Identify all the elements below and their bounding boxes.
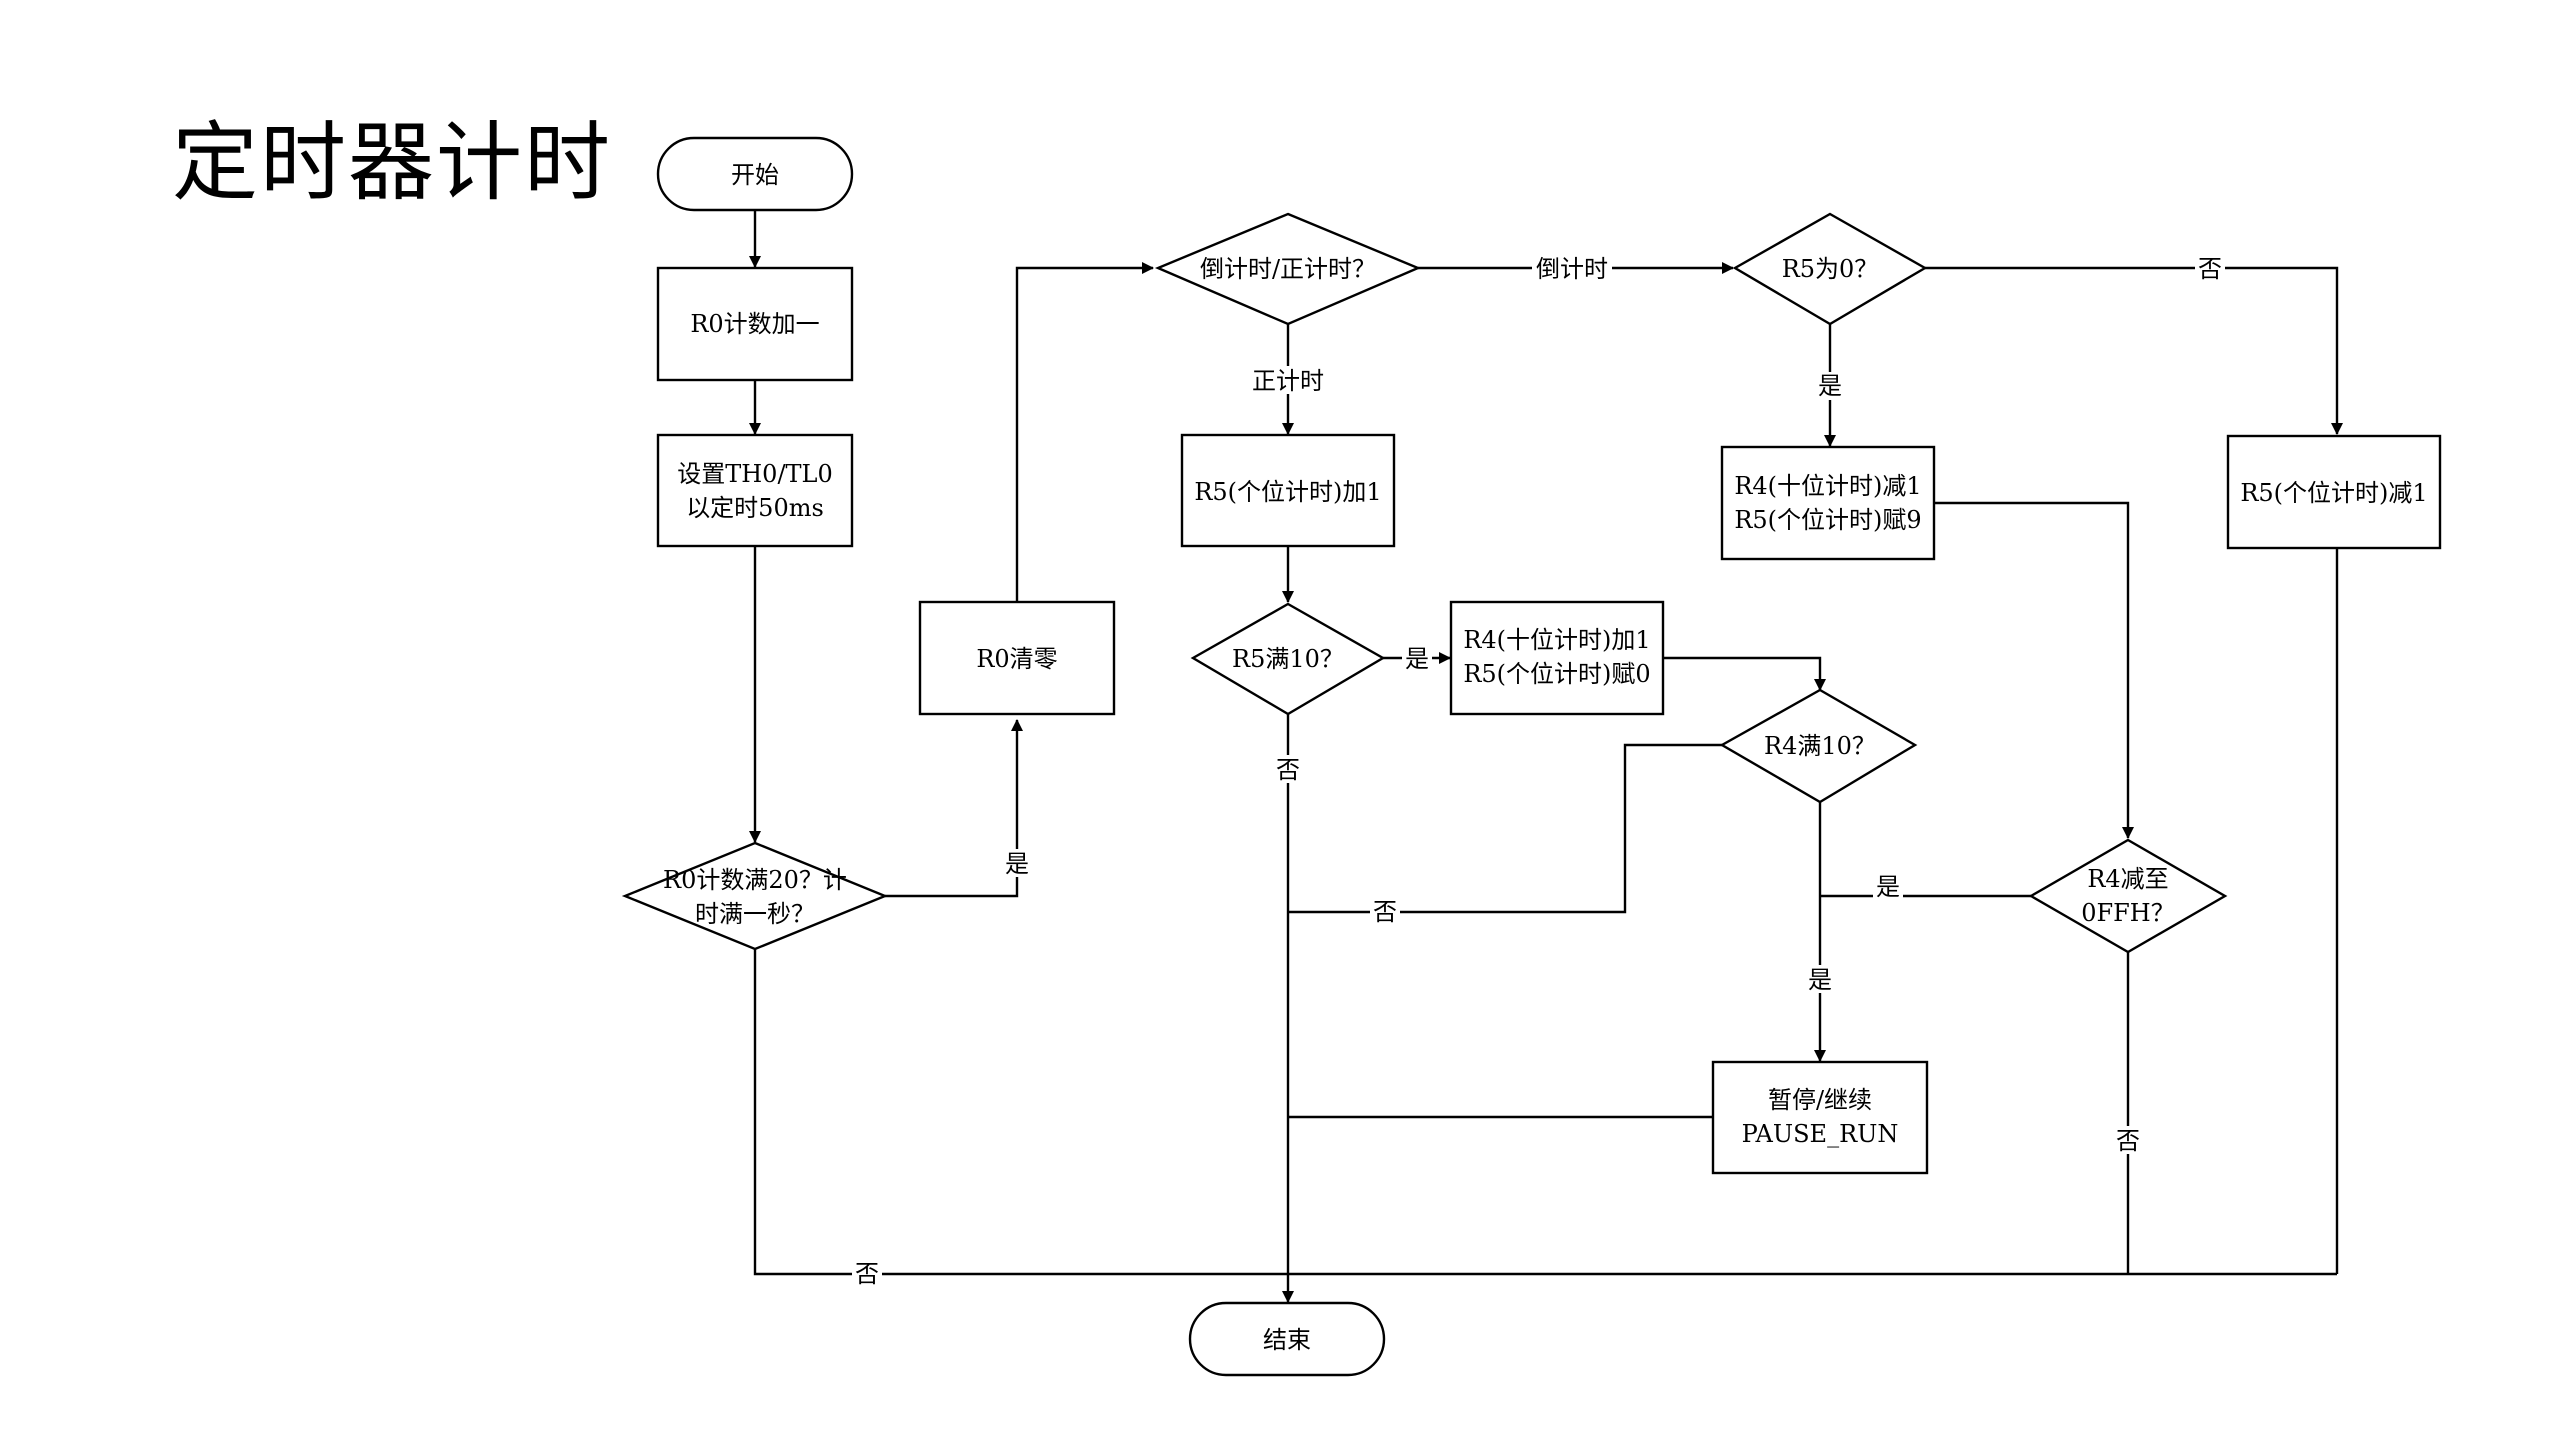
r0-full-label-2: 时满一秒？ xyxy=(695,900,815,928)
edge-label-r5zero-no: 否 xyxy=(2198,255,2222,283)
r4-min-label-1: R4减至 xyxy=(2087,865,2168,893)
end-label: 结束 xyxy=(1263,1326,1311,1354)
r0-increment-box: R0计数加一 xyxy=(656,266,854,382)
edge-r0full-no xyxy=(753,948,2337,1276)
edge-label-r4full-yes: 是 xyxy=(1808,966,1832,994)
r0-full-label-1: R0计数满20？计 xyxy=(663,866,847,894)
edge-label-r4min-no: 否 xyxy=(2116,1127,2140,1155)
r0-full-decision: R0计数满20？计 时满一秒？ xyxy=(621,841,889,951)
r4-increment-box: R4(十位计时)加1 R5(个位计时)赋0 xyxy=(1449,600,1665,716)
set-timer-box: 设置TH0/TL0 以定时50ms xyxy=(656,433,854,548)
connectors xyxy=(749,210,2343,1303)
r5-increment-label: R5(个位计时)加1 xyxy=(1194,478,1381,506)
start-label: 开始 xyxy=(731,161,779,189)
r4-decrement-box: R4(十位计时)减1 R5(个位计时)赋9 xyxy=(1720,445,1936,561)
page-title: 定时器计时 xyxy=(172,113,612,213)
edge-label-r5zero-yes: 是 xyxy=(1818,372,1842,400)
r4-increment-label-2: R5(个位计时)赋0 xyxy=(1463,660,1650,688)
edge-label-countdown: 倒计时 xyxy=(1536,255,1608,283)
r0-clear-label: R0清零 xyxy=(976,645,1057,673)
r0-clear-box: R0清零 xyxy=(918,600,1116,716)
edge-label-countup: 正计时 xyxy=(1252,367,1324,395)
edge-label-r5full-yes: 是 xyxy=(1405,645,1429,673)
r4-decrement-label-2: R5(个位计时)赋9 xyxy=(1734,506,1921,534)
r5-full-decision: R5满10？ xyxy=(1190,602,1386,716)
r0-increment-label: R0计数加一 xyxy=(690,310,819,338)
edge-label-r5full-no: 否 xyxy=(1276,756,1300,784)
r5-zero-label: R5为0？ xyxy=(1782,255,1879,283)
r4-decrement-label-1: R4(十位计时)减1 xyxy=(1734,472,1921,500)
r5-full-label: R5满10？ xyxy=(1232,645,1344,673)
edge-label-r0full-no: 否 xyxy=(855,1260,879,1288)
r4-full-decision: R4满10？ xyxy=(1719,688,1918,804)
edge-label-r4full-no: 否 xyxy=(1373,898,1397,926)
pause-run-label-2: PAUSE_RUN xyxy=(1742,1120,1899,1148)
r4-min-decision: R4减至 0FFH？ xyxy=(2028,838,2228,954)
r4-min-label-2: 0FFH？ xyxy=(2081,899,2175,927)
edge-label-r0full-yes: 是 xyxy=(1005,850,1029,878)
r5-decrement-box: R5(个位计时)减1 xyxy=(2226,434,2442,550)
edge-r4dec-r4min xyxy=(1933,501,2134,839)
r4-full-label: R4满10？ xyxy=(1764,732,1876,760)
edge-r5zero-no xyxy=(1925,266,2343,435)
edge-r0full-yes xyxy=(885,719,1023,898)
pause-run-label-1: 暂停/继续 xyxy=(1768,1086,1872,1114)
edge-r4inc-r4full xyxy=(1663,656,1826,691)
edge-r0clear-mode xyxy=(1015,262,1154,601)
mode-label: 倒计时/正计时？ xyxy=(1200,255,1376,283)
mode-decision: 倒计时/正计时？ xyxy=(1154,212,1422,326)
r5-zero-decision: R5为0？ xyxy=(1732,212,1928,326)
set-timer-label-2: 以定时50ms xyxy=(686,494,824,522)
start-node: 开始 xyxy=(656,136,854,212)
edge-label-r4min-yes: 是 xyxy=(1876,873,1900,901)
r5-decrement-label: R5(个位计时)减1 xyxy=(2240,479,2427,507)
pause-run-box: 暂停/继续 PAUSE_RUN xyxy=(1711,1060,1929,1175)
edge-labels: 是 否 倒计时 正计时 是 否 是 否 否 是 是 否 xyxy=(852,254,2225,1288)
set-timer-label-1: 设置TH0/TL0 xyxy=(677,460,833,488)
end-node: 结束 xyxy=(1188,1301,1386,1377)
r4-increment-label-1: R4(十位计时)加1 xyxy=(1463,626,1650,654)
r5-increment-box: R5(个位计时)加1 xyxy=(1180,433,1396,548)
edge-r4full-no xyxy=(1288,743,1722,914)
